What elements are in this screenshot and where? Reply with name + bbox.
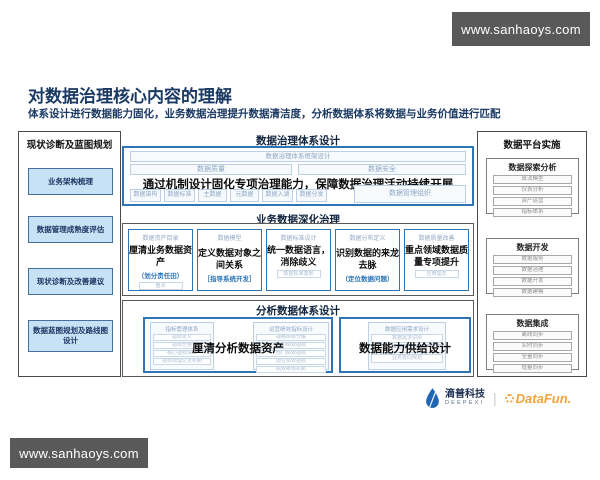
analysis-left-overlay: 厘清分析数据资产 xyxy=(192,343,284,355)
governance-section-box: 数据治理体系框架设计 数据质量 数据安全 通过机制设计固化专项治理能力，保障数据… xyxy=(122,146,474,206)
mini-panel-item: 部门绩效指标 xyxy=(256,349,326,357)
card-footer: 应用理念 xyxy=(414,270,459,279)
governance-chip: 数据分发 xyxy=(296,189,327,202)
governance-chip: 数据入湖 xyxy=(262,189,293,202)
deepexi-logo-icon xyxy=(424,387,441,409)
logo-divider: | xyxy=(493,390,497,406)
mini-panel-item: 指标定义 xyxy=(153,333,211,341)
watermark-bottom: www.sanhaoys.com xyxy=(10,438,148,468)
group-title: 数据集成 xyxy=(516,319,549,328)
card-note: （定位数据问题） xyxy=(341,276,394,284)
deepexi-cn-label: 滴普科技 xyxy=(445,388,485,400)
group-item: 资产运营 xyxy=(493,197,572,206)
group-item: 仪表分析 xyxy=(493,186,572,195)
card-header: 数据模型 xyxy=(217,236,242,242)
deepexi-en-label: DEEPEXI xyxy=(445,399,485,406)
left-panel-item: 数据蓝图规划及路线图设计 xyxy=(28,320,113,352)
analysis-section-title: 分析数据体系设计 xyxy=(256,305,340,317)
group-item: 增量同步 xyxy=(493,364,572,373)
watermark-top: www.sanhaoys.com xyxy=(452,12,590,46)
security-bar: 数据安全 xyxy=(298,164,466,175)
analysis-section-box: 分析数据体系设计 指标管理体系 指标定义 指标分类 核心指标清单 指标梳理认定机… xyxy=(122,300,474,377)
group-item: 数据服务 xyxy=(493,255,572,264)
card-footer: 盘点 xyxy=(138,282,183,291)
performance-panel: 运营绩效指标设计 战略目标分解 组织绩效指标 部门绩效指标 岗位绩效指标 绩效考… xyxy=(253,322,329,373)
business-card: 数据资产目录 厘清业务数据资产 （划分责任田） 盘点 xyxy=(128,229,193,291)
mini-panel-item: 数据需求识别 xyxy=(371,333,443,343)
group-item: 全量同步 xyxy=(493,353,572,362)
right-panel: 数据平台实施 数据探索分析 算法模型 仪表分析 资产运营 指标体系 数据开发 数… xyxy=(477,131,587,377)
left-panel-item: 业务架构梳理 xyxy=(28,168,113,195)
mini-panel-item: 核心指标清单 xyxy=(153,349,211,357)
card-footer: 数据标准落地 xyxy=(276,270,321,279)
right-panel-group: 数据开发 数据服务 数据治理 数据开发 数据建模 xyxy=(486,238,579,297)
right-panel-group: 数据探索分析 算法模型 仪表分析 资产运营 指标体系 xyxy=(486,158,579,217)
mini-panel-title: 运营绩效指标设计 xyxy=(268,326,313,333)
card-main-text: 重点领域数据质量专项提升 xyxy=(405,245,469,267)
group-item: 算法模型 xyxy=(493,175,572,184)
page-title: 对数据治理核心内容的理解 xyxy=(28,87,232,106)
mini-panel-item: 业务协同规划 xyxy=(371,353,443,363)
right-panel-group: 数据集成 离线同步 实时同步 全量同步 增量同步 xyxy=(486,314,579,373)
governance-chip: 主数据 xyxy=(198,189,227,202)
governance-chip: 数据架构 xyxy=(130,189,161,202)
mini-panel-item: 战略目标分解 xyxy=(256,333,326,341)
card-header: 数据标准设计 xyxy=(280,236,317,242)
card-main-text: 定义数据对象之间关系 xyxy=(198,248,262,270)
demand-panel: 数据应用需求设计 数据需求识别 供需清单设计 业务协同规划 xyxy=(368,322,446,370)
mini-panel-title: 数据应用需求设计 xyxy=(384,326,429,333)
framework-bar: 数据治理体系框架设计 xyxy=(130,151,466,162)
group-title: 数据开发 xyxy=(516,243,549,252)
card-header: 数据分布定义 xyxy=(349,236,386,242)
analysis-left-box: 指标管理体系 指标定义 指标分类 核心指标清单 指标梳理认定机制 运营绩效指标设… xyxy=(143,317,333,373)
mini-panel-item: 岗位绩效指标 xyxy=(256,357,326,365)
card-note: ［指导系统开发］ xyxy=(203,276,256,284)
governance-section-title: 数据治理体系设计 xyxy=(256,135,340,147)
governance-chip: 元数据 xyxy=(230,189,259,202)
mini-panel-item: 绩效考核机制 xyxy=(256,365,326,373)
indicator-panel: 指标管理体系 指标定义 指标分类 核心指标清单 指标梳理认定机制 xyxy=(150,322,214,370)
group-item: 离线同步 xyxy=(493,331,572,340)
group-item: 数据开发 xyxy=(493,277,572,286)
deepexi-wordmark: 滴普科技 DEEPEXI xyxy=(445,388,485,407)
business-card: 数据质量改善 重点领域数据质量专项提升 应用理念 xyxy=(404,229,469,291)
left-panel: 现状诊断及蓝图规划 业务架构梳理 数据管理成熟度评估 现状诊断及改善建议 数据蓝… xyxy=(18,131,121,377)
group-item: 指标体系 xyxy=(493,208,572,217)
page-subtitle: 体系设计进行数据能力固化，业务数据治理提升数据清洁度，分析数据体系将数据与业务价… xyxy=(28,108,501,120)
business-card: 数据分布定义 识别数据的来龙去脉 （定位数据问题） xyxy=(335,229,400,291)
mini-panel-item: 供需清单设计 xyxy=(371,343,443,353)
business-section-box: 数据资产目录 厘清业务数据资产 （划分责任田） 盘点 数据模型 定义数据对象之间… xyxy=(122,223,474,296)
mini-panel-item: 组织绩效指标 xyxy=(256,341,326,349)
right-panel-title: 数据平台实施 xyxy=(503,140,561,151)
datafun-wordmark: DataFun. xyxy=(515,390,572,406)
datafun-logo-icon xyxy=(504,393,514,403)
card-main-text: 厘清业务数据资产 xyxy=(129,245,193,267)
left-panel-item: 数据管理成熟度评估 xyxy=(28,216,113,243)
group-item: 实时同步 xyxy=(493,342,572,351)
card-header: 数据质量改善 xyxy=(418,236,455,242)
business-card: 数据标准设计 统一数据语言，消除歧义 数据标准落地 xyxy=(266,229,331,291)
card-main-text: 识别数据的来龙去脉 xyxy=(336,248,400,270)
analysis-right-box: 数据应用需求设计 数据需求识别 供需清单设计 业务协同规划 数据能力供给设计 xyxy=(339,317,471,373)
group-item: 数据建模 xyxy=(493,288,572,297)
mini-panel-item: 指标分类 xyxy=(153,341,211,349)
card-note: （划分责任田） xyxy=(137,273,184,281)
card-main-text: 统一数据语言，消除歧义 xyxy=(267,245,331,267)
footer-logos: 滴普科技 DEEPEXI | DataFun. xyxy=(424,384,571,412)
analysis-right-overlay: 数据能力供给设计 xyxy=(359,343,451,355)
org-box: 数据管理组织 xyxy=(354,185,466,203)
business-card: 数据模型 定义数据对象之间关系 ［指导系统开发］ xyxy=(197,229,262,291)
mini-panel-item: 指标梳理认定机制 xyxy=(153,357,211,365)
quality-bar: 数据质量 xyxy=(130,164,292,175)
group-title: 数据探索分析 xyxy=(508,163,557,172)
left-panel-item: 现状诊断及改善建议 xyxy=(28,268,113,295)
card-header: 数据资产目录 xyxy=(142,236,179,242)
governance-chip: 数据标准 xyxy=(164,189,195,202)
left-panel-title: 现状诊断及蓝图规划 xyxy=(26,140,113,151)
group-item: 数据治理 xyxy=(493,266,572,275)
mini-panel-title: 指标管理体系 xyxy=(165,326,199,333)
